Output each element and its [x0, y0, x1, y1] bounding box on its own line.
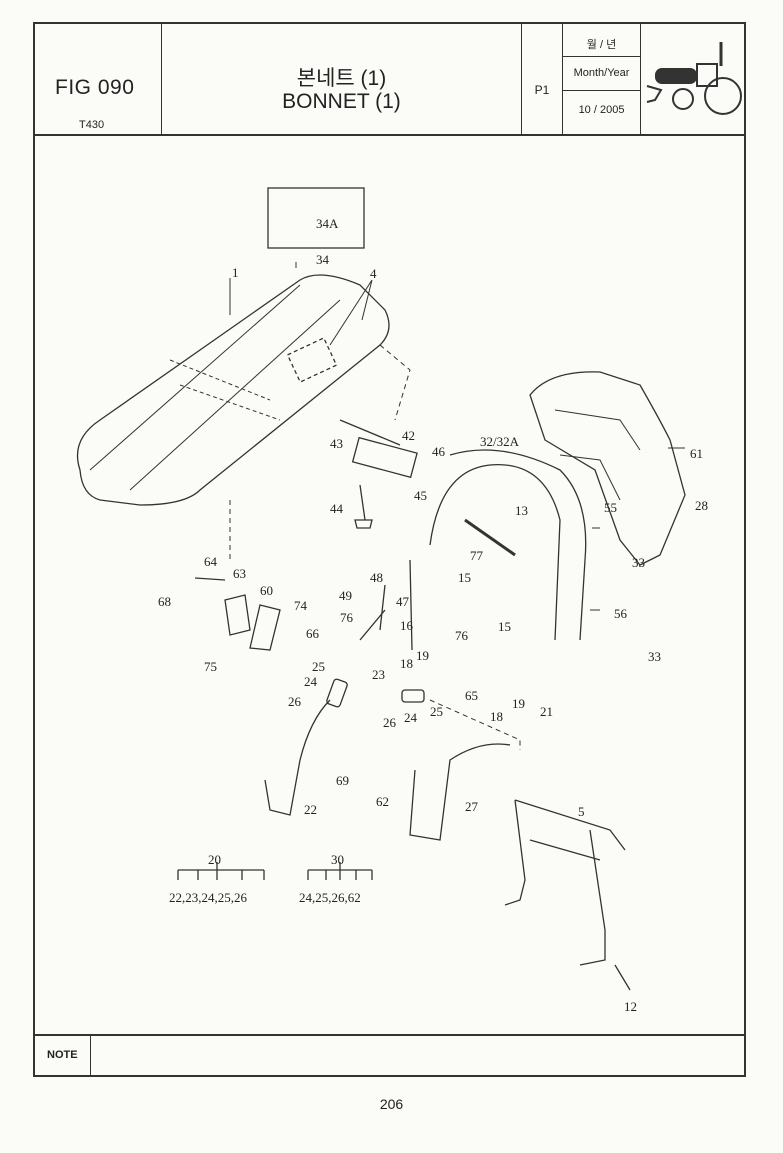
kit-30-parts: 24,25,26,62 [299, 890, 361, 905]
support-bracket [504, 799, 626, 966]
ref-77: 77 [470, 548, 484, 563]
kit-20-parts: 22,23,24,25,26 [169, 890, 248, 905]
ref-24b: 24 [404, 710, 418, 725]
bracket-63 [224, 594, 251, 636]
page-number: 206 [379, 1096, 404, 1112]
ref-28: 28 [695, 498, 708, 513]
header: FIG 090 T430 본네트 (1) BONNET (1) P1 월 / 년… [35, 24, 744, 136]
ref-65: 65 [465, 688, 478, 703]
ref-76b: 76 [455, 628, 469, 643]
inset-box [267, 187, 365, 249]
ref-75: 75 [204, 659, 217, 674]
ref-4: 4 [370, 266, 377, 281]
spacer-24b [401, 689, 425, 703]
date-label-english: Month/Year [573, 67, 630, 79]
ref-62: 62 [376, 794, 389, 809]
ref-47: 47 [396, 594, 410, 609]
ref-43: 43 [330, 436, 343, 451]
kit-20-number: 20 [208, 852, 221, 867]
ref-18a: 18 [400, 656, 413, 671]
page-code: P1 [534, 83, 550, 97]
ref-49: 49 [339, 588, 352, 603]
ref-16: 16 [400, 618, 414, 633]
spacer-24 [326, 678, 348, 708]
front-frame [409, 463, 561, 651]
tractor-icon [641, 24, 746, 134]
ref-1: 1 [232, 265, 239, 280]
ref-68: 68 [158, 594, 171, 609]
ref-22: 22 [304, 802, 317, 817]
ref-25b: 25 [430, 704, 443, 719]
note-row: NOTE [35, 1034, 744, 1075]
ref-32: 32/32A [480, 434, 520, 449]
ref-26a: 26 [288, 694, 302, 709]
link-60 [249, 604, 281, 651]
ref-45: 45 [414, 488, 427, 503]
ref-5: 5 [578, 804, 585, 819]
ref-42: 42 [402, 428, 415, 443]
ref-60: 60 [260, 583, 273, 598]
note-label: NOTE [47, 1049, 78, 1061]
ref-26b: 26 [383, 715, 397, 730]
ref-61: 61 [690, 446, 703, 461]
date-value: 10 / 2005 [578, 104, 625, 116]
page-frame: FIG 090 T430 본네트 (1) BONNET (1) P1 월 / 년… [33, 22, 746, 1077]
rod-assembly [264, 699, 331, 816]
ref-64: 64 [204, 554, 218, 569]
ref-55: 55 [604, 500, 617, 515]
ref-63: 63 [233, 566, 246, 581]
ref-66: 66 [306, 626, 320, 641]
page-code-cell: P1 [522, 24, 563, 134]
title-english: BONNET (1) [282, 90, 401, 113]
ref-44: 44 [330, 501, 344, 516]
ref-46: 46 [432, 444, 446, 459]
hinge [351, 436, 418, 479]
title-cell: 본네트 (1) BONNET (1) [162, 24, 522, 134]
ref-34a: 34A [316, 216, 339, 231]
ref-74: 74 [294, 598, 308, 613]
kit-30-number: 30 [331, 852, 344, 867]
spring [464, 518, 516, 557]
bolt-44 [354, 484, 373, 529]
ref-27: 27 [465, 799, 479, 814]
kit-30-bracket [307, 862, 373, 880]
bonnet-panel [76, 274, 390, 506]
ref-15a: 15 [458, 570, 471, 585]
ref-25a: 25 [312, 659, 325, 674]
date-cell: 월 / 년 Month/Year 10 / 2005 [563, 24, 641, 134]
ref-69: 69 [336, 773, 349, 788]
model-code: T430 [79, 119, 105, 131]
figure-number: FIG 090 [55, 76, 135, 99]
ref-12: 12 [624, 999, 637, 1014]
kit-20-bracket [177, 862, 265, 880]
ref-76a: 76 [340, 610, 354, 625]
grille-seal [449, 449, 587, 641]
ref-19a: 19 [416, 648, 429, 663]
ref-56: 56 [614, 606, 628, 621]
bolt-12 [614, 964, 631, 991]
ref-19b: 19 [512, 696, 525, 711]
ref-21: 21 [540, 704, 553, 719]
ref-33b: 33 [648, 649, 661, 664]
title-korean: 본네트 (1) [296, 67, 387, 90]
fig-cell: FIG 090 T430 [35, 24, 162, 134]
ref-48: 48 [370, 570, 383, 585]
ref-23: 23 [372, 667, 385, 682]
ref-34: 34 [316, 252, 330, 267]
side-cover [529, 371, 686, 566]
ref-33a: 33 [632, 555, 645, 570]
ref-15b: 15 [498, 619, 511, 634]
ref-18b: 18 [490, 709, 503, 724]
pin-64 [194, 577, 226, 581]
date-label-korean: 월 / 년 [586, 39, 617, 51]
lever-62 [409, 743, 511, 841]
ref-24a: 24 [304, 674, 318, 689]
ref-13: 13 [515, 503, 528, 518]
